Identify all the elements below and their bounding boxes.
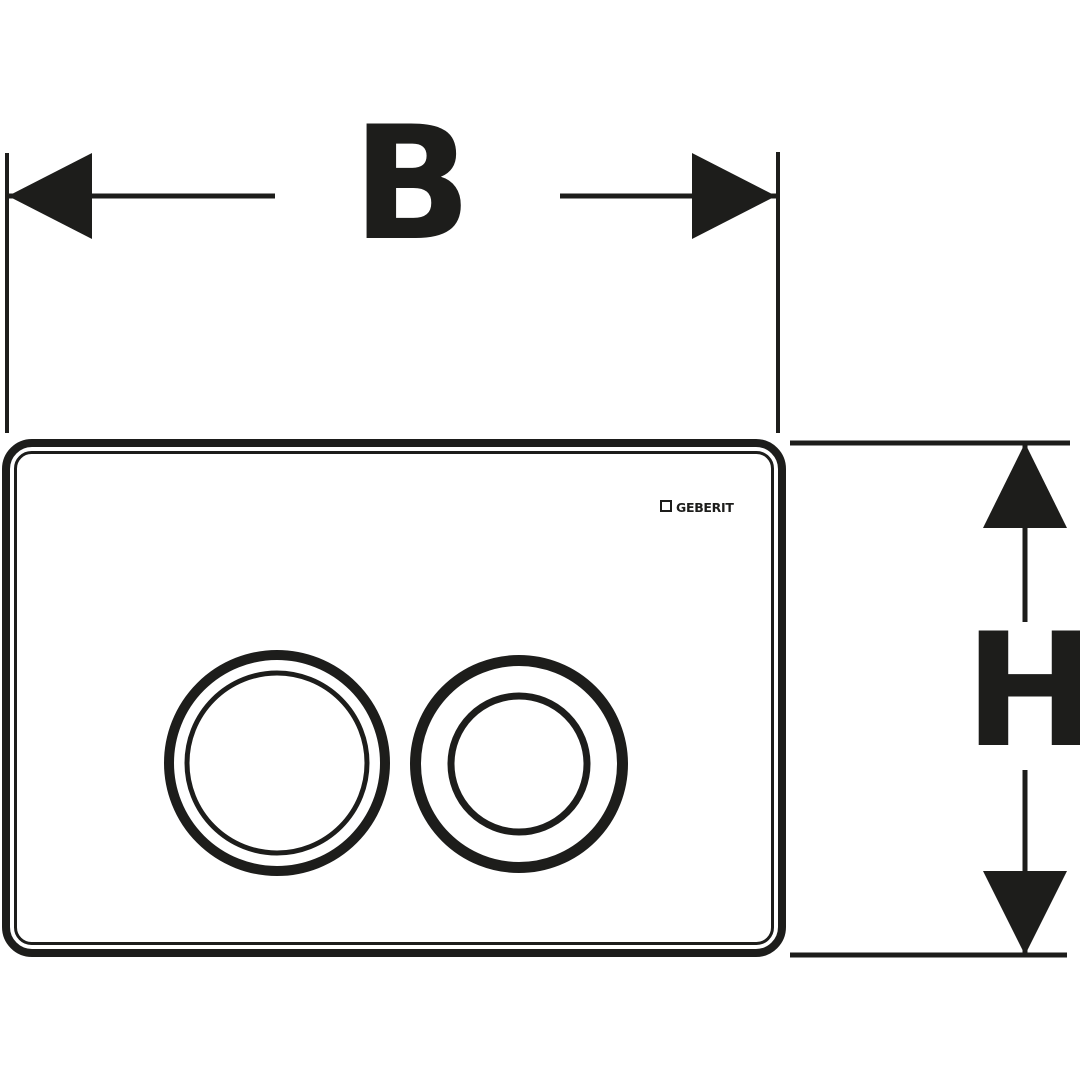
arrow-up-icon — [983, 443, 1067, 528]
width-dimension: B — [5, 93, 780, 433]
small-flush-button-outer-ring — [410, 655, 628, 873]
height-dimension-label: H — [964, 600, 1080, 783]
large-flush-button — [164, 650, 390, 876]
height-dimension: H — [790, 440, 1080, 958]
geberit-logo: GEBERIT — [660, 500, 735, 515]
plate-outer-frame — [2, 439, 786, 957]
plate-inner-frame — [14, 451, 774, 945]
small-flush-button — [410, 655, 628, 873]
arrow-left-icon — [8, 153, 92, 239]
flush-plate: GEBERIT — [2, 439, 786, 957]
arrow-right-icon — [692, 153, 776, 239]
large-flush-button-outer-ring — [164, 650, 390, 876]
logo-square-icon — [660, 500, 672, 512]
logo-wordmark: GEBERIT — [676, 500, 734, 515]
small-flush-button-inner-ring — [447, 692, 591, 836]
arrow-down-icon — [983, 871, 1067, 955]
width-dimension-label: B — [352, 93, 472, 276]
large-flush-button-inner-ring — [184, 670, 370, 856]
